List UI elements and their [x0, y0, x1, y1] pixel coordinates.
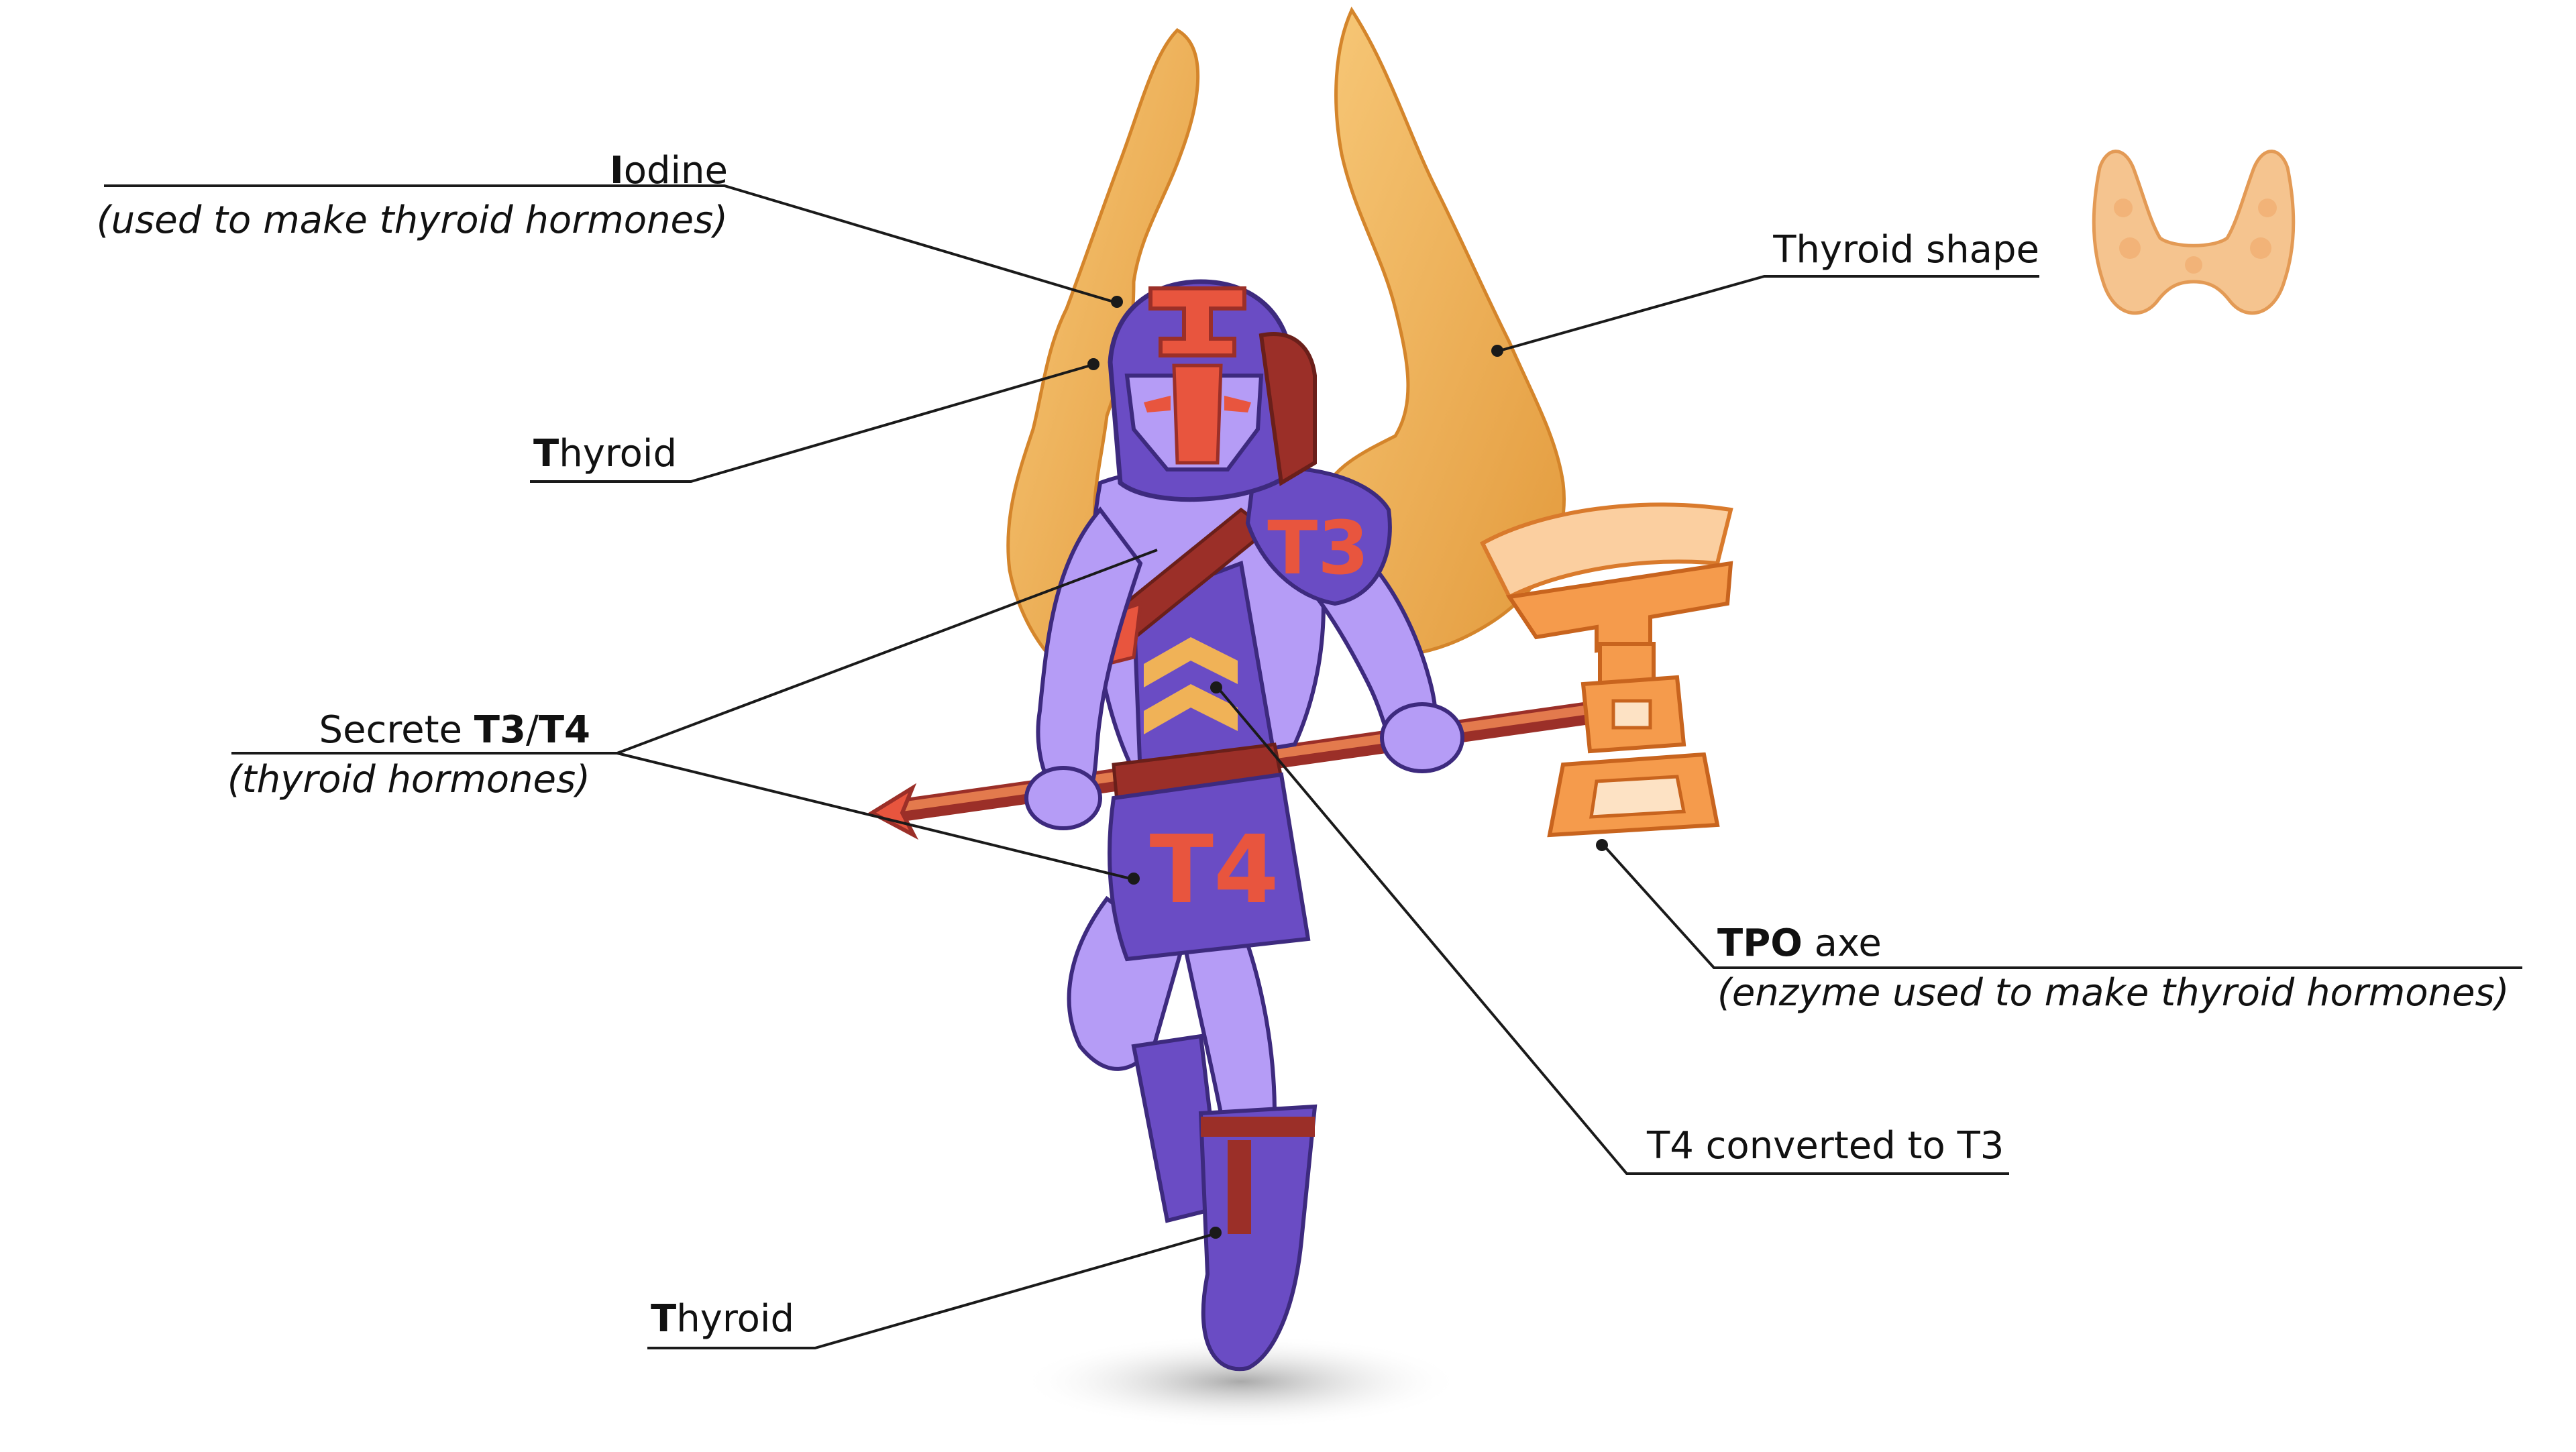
iodine-initial: I [609, 149, 624, 192]
tpo-bold: TPO [1717, 922, 1803, 965]
label-t4-converted: T4 converted to T3 [1647, 1121, 2004, 1171]
helmet-crest [1148, 286, 1246, 357]
skirt-text: T4 [1150, 816, 1279, 925]
thyroid-upper-rest: hyroid [559, 432, 677, 476]
thyroid-upper-initial: T [533, 432, 559, 476]
shoulder-pauldron [1245, 465, 1392, 606]
iodine-rest: odine [623, 149, 728, 192]
thyroid-lower-rest: hyroid [676, 1297, 794, 1341]
label-tpo-axe: TPO axe (enzyme used to make thyroid hor… [1717, 919, 2510, 1018]
t4-converted-text: T4 converted to T3 [1647, 1124, 2004, 1168]
secrete-t4: T4 [538, 708, 590, 752]
tpo-note: (enzyme used to make thyroid hormones) [1717, 971, 2510, 1015]
tpo-axe [1480, 502, 1733, 838]
thyroid-shape-text: Thyroid shape [1773, 228, 2039, 272]
secrete-slash: / [525, 708, 539, 752]
label-iodine: Iodine (used to make thyroid hormones) [97, 146, 728, 245]
thyroid-lower-initial: T [651, 1297, 677, 1341]
label-thyroid-upper: Thyroid [533, 429, 677, 479]
label-secrete: Secrete T3/T4 (thyroid hormones) [227, 706, 590, 805]
ground-shadow [1020, 1335, 1462, 1429]
skirt [1108, 772, 1311, 962]
leader-lines [104, 184, 2522, 1349]
label-thyroid-lower: Thyroid [651, 1294, 794, 1344]
shoulder-text: T3 [1267, 505, 1369, 591]
secrete-note: (thyroid hormones) [227, 758, 590, 801]
label-thyroid-shape: Thyroid shape [1773, 225, 2039, 275]
secrete-prefix: Secrete [319, 708, 474, 752]
hand-left [1024, 766, 1102, 830]
thyroid-gland-icon [2092, 150, 2296, 315]
tpo-rest: axe [1802, 922, 1882, 965]
iodine-note: (used to make thyroid hormones) [96, 199, 728, 242]
hand-right [1380, 702, 1464, 773]
secrete-t3: T3 [474, 708, 526, 752]
